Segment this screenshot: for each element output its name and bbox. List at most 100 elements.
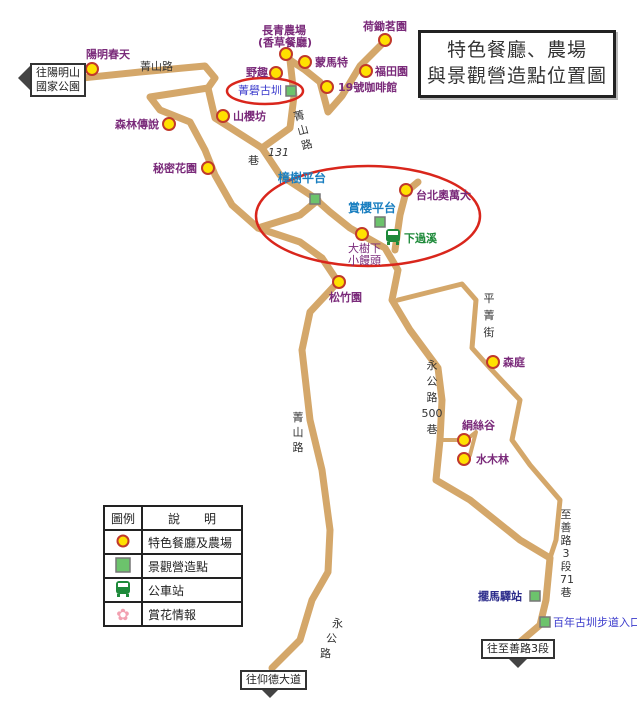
label-restaurant: 松竹園 [329, 291, 362, 304]
scenic-square-icon [115, 556, 131, 573]
road-char: 至 [560, 508, 572, 521]
road-hechu [286, 36, 390, 116]
marker-yangming-spring [85, 62, 99, 76]
legend-label: 公車站 [141, 577, 243, 603]
marker-futian [359, 64, 373, 78]
label-restaurant: 秘密花園 [153, 162, 197, 175]
label-restaurant: 陽明春天 [86, 48, 130, 61]
label-restaurant: 蒙馬特 [315, 56, 348, 69]
road-char: 永 [426, 359, 438, 372]
road-char: 3 [562, 547, 570, 560]
label-restaurant: 森庭 [503, 356, 525, 369]
label-restaurant: 福田園 [375, 65, 408, 78]
legend-label: 賞花情報 [141, 601, 243, 627]
bus-icon [386, 229, 400, 245]
road-char: 善 [560, 521, 572, 534]
legend-label: 景觀營造點 [141, 553, 243, 579]
scenic-baima [529, 590, 541, 602]
label-restaurant: 長青農場 [262, 24, 306, 37]
road-char: 路 [426, 391, 438, 404]
road-char: 菁 [292, 411, 304, 424]
scenic-jingque [285, 85, 297, 97]
legend-header-icon: 圖例 [103, 505, 143, 531]
label-restaurant: 19號咖啡館 [338, 81, 398, 94]
bus-icon [116, 580, 130, 597]
label-restaurant: 森林傳說 [115, 118, 159, 131]
marker-senting [486, 355, 500, 369]
marker-songzhu [332, 275, 346, 289]
road-pingjing [395, 281, 563, 561]
sign-line: 國家公園 [36, 80, 80, 93]
road-char: 平 [483, 292, 495, 305]
road-char: 路 [320, 647, 331, 660]
road-label: 菁山路 [140, 60, 173, 73]
road-label-zhishan-71: 至 善 路 3 段 71 巷 [560, 508, 574, 599]
highlight-ellipse-jingque [225, 76, 305, 106]
road-char: 71 [560, 573, 574, 586]
marker-forest-legend [162, 117, 176, 131]
road-char: 山 [292, 426, 304, 439]
road-char: 500 [421, 407, 443, 420]
marker-changqing [279, 47, 293, 61]
sign-to-yangde[interactable]: 往仰德大道 [240, 670, 307, 690]
label-restaurant: 大樹下 [348, 242, 381, 255]
road-char: 路 [560, 534, 572, 547]
highlight-ellipse-platforms [254, 164, 482, 268]
title-line2: 與景觀營造點位置圖 [426, 65, 607, 87]
label-restaurant: 絹絲谷 [462, 419, 495, 432]
scenic-trail-entrance [539, 616, 551, 628]
label-scenic: 擺馬驛站 [478, 590, 522, 603]
road-char: 路 [292, 441, 304, 454]
marker-montmartre [298, 55, 312, 69]
label-restaurant: 台北奧萬大 [416, 189, 471, 202]
road-label-yonggong-500: 永 公 路 500 巷 [421, 358, 443, 438]
sign-to-yangmingshan[interactable]: 往陽明山 國家公園 [30, 63, 86, 97]
road-char: 131 [268, 146, 289, 159]
marker-juansi [457, 433, 471, 447]
sign-to-zhishan[interactable]: 往至善路3段 [481, 639, 555, 659]
scenic-cherry-platform [374, 216, 386, 228]
label-scenic: 百年古圳步道入口 [553, 616, 637, 629]
road-branch [254, 196, 322, 232]
arrow-down-icon [506, 656, 530, 668]
marker-secret-garden [201, 161, 215, 175]
label-restaurant-sub: (香草餐廳) [258, 36, 313, 49]
label-scenic: 樟樹平台 [278, 171, 327, 185]
legend-header: 圖例 說 明 [103, 505, 243, 531]
marker-aowanda [399, 183, 413, 197]
road-label-yonggong: 永 公 路 [320, 617, 343, 660]
flower-icon: ✿ [116, 604, 130, 624]
legend-label: 特色餐廳及農場 [141, 529, 243, 555]
legend-header-desc: 說 明 [141, 505, 243, 531]
marker-mantou [355, 227, 369, 241]
label-restaurant: 水木林 [476, 453, 509, 466]
marker-shuimu [457, 452, 471, 466]
arrow-left-icon [18, 66, 30, 90]
road-label-jingshan: 菁 山 路 [292, 410, 304, 455]
sign-line: 往陽明山 [36, 66, 80, 79]
marker-yequ [269, 66, 283, 80]
map-title: 特色餐廳、農場 與景觀營造點位置圖 [418, 30, 616, 98]
road-char: 菁 [483, 309, 495, 322]
legend-row: 特色餐廳及農場 [103, 529, 243, 555]
road-char: 巷 [426, 423, 438, 436]
marker-cafe19 [320, 80, 334, 94]
scenic-camphor-platform [309, 193, 321, 205]
legend-table: 圖例 說 明 特色餐廳及農場 景觀營造點 公車站 ✿ 賞花情報 [103, 505, 243, 627]
road-char: 巷 [560, 586, 572, 599]
road-char: 公 [426, 375, 438, 388]
label-restaurant: 野趣 [246, 66, 268, 79]
label-restaurant: 荷鋤茗園 [363, 20, 407, 33]
legend-row: 景觀營造點 [103, 553, 243, 579]
road-char: 巷 [248, 154, 259, 167]
label-bus-stop: 下過溪 [404, 232, 437, 245]
restaurant-circle-icon [116, 534, 130, 547]
legend-row: 公車站 [103, 577, 243, 603]
label-restaurant: 小饅頭 [348, 254, 381, 267]
marker-shanying [216, 109, 230, 123]
road-char: 段 [560, 560, 572, 573]
label-scenic: 賞櫻平台 [348, 201, 397, 215]
marker-hechu [378, 33, 392, 47]
